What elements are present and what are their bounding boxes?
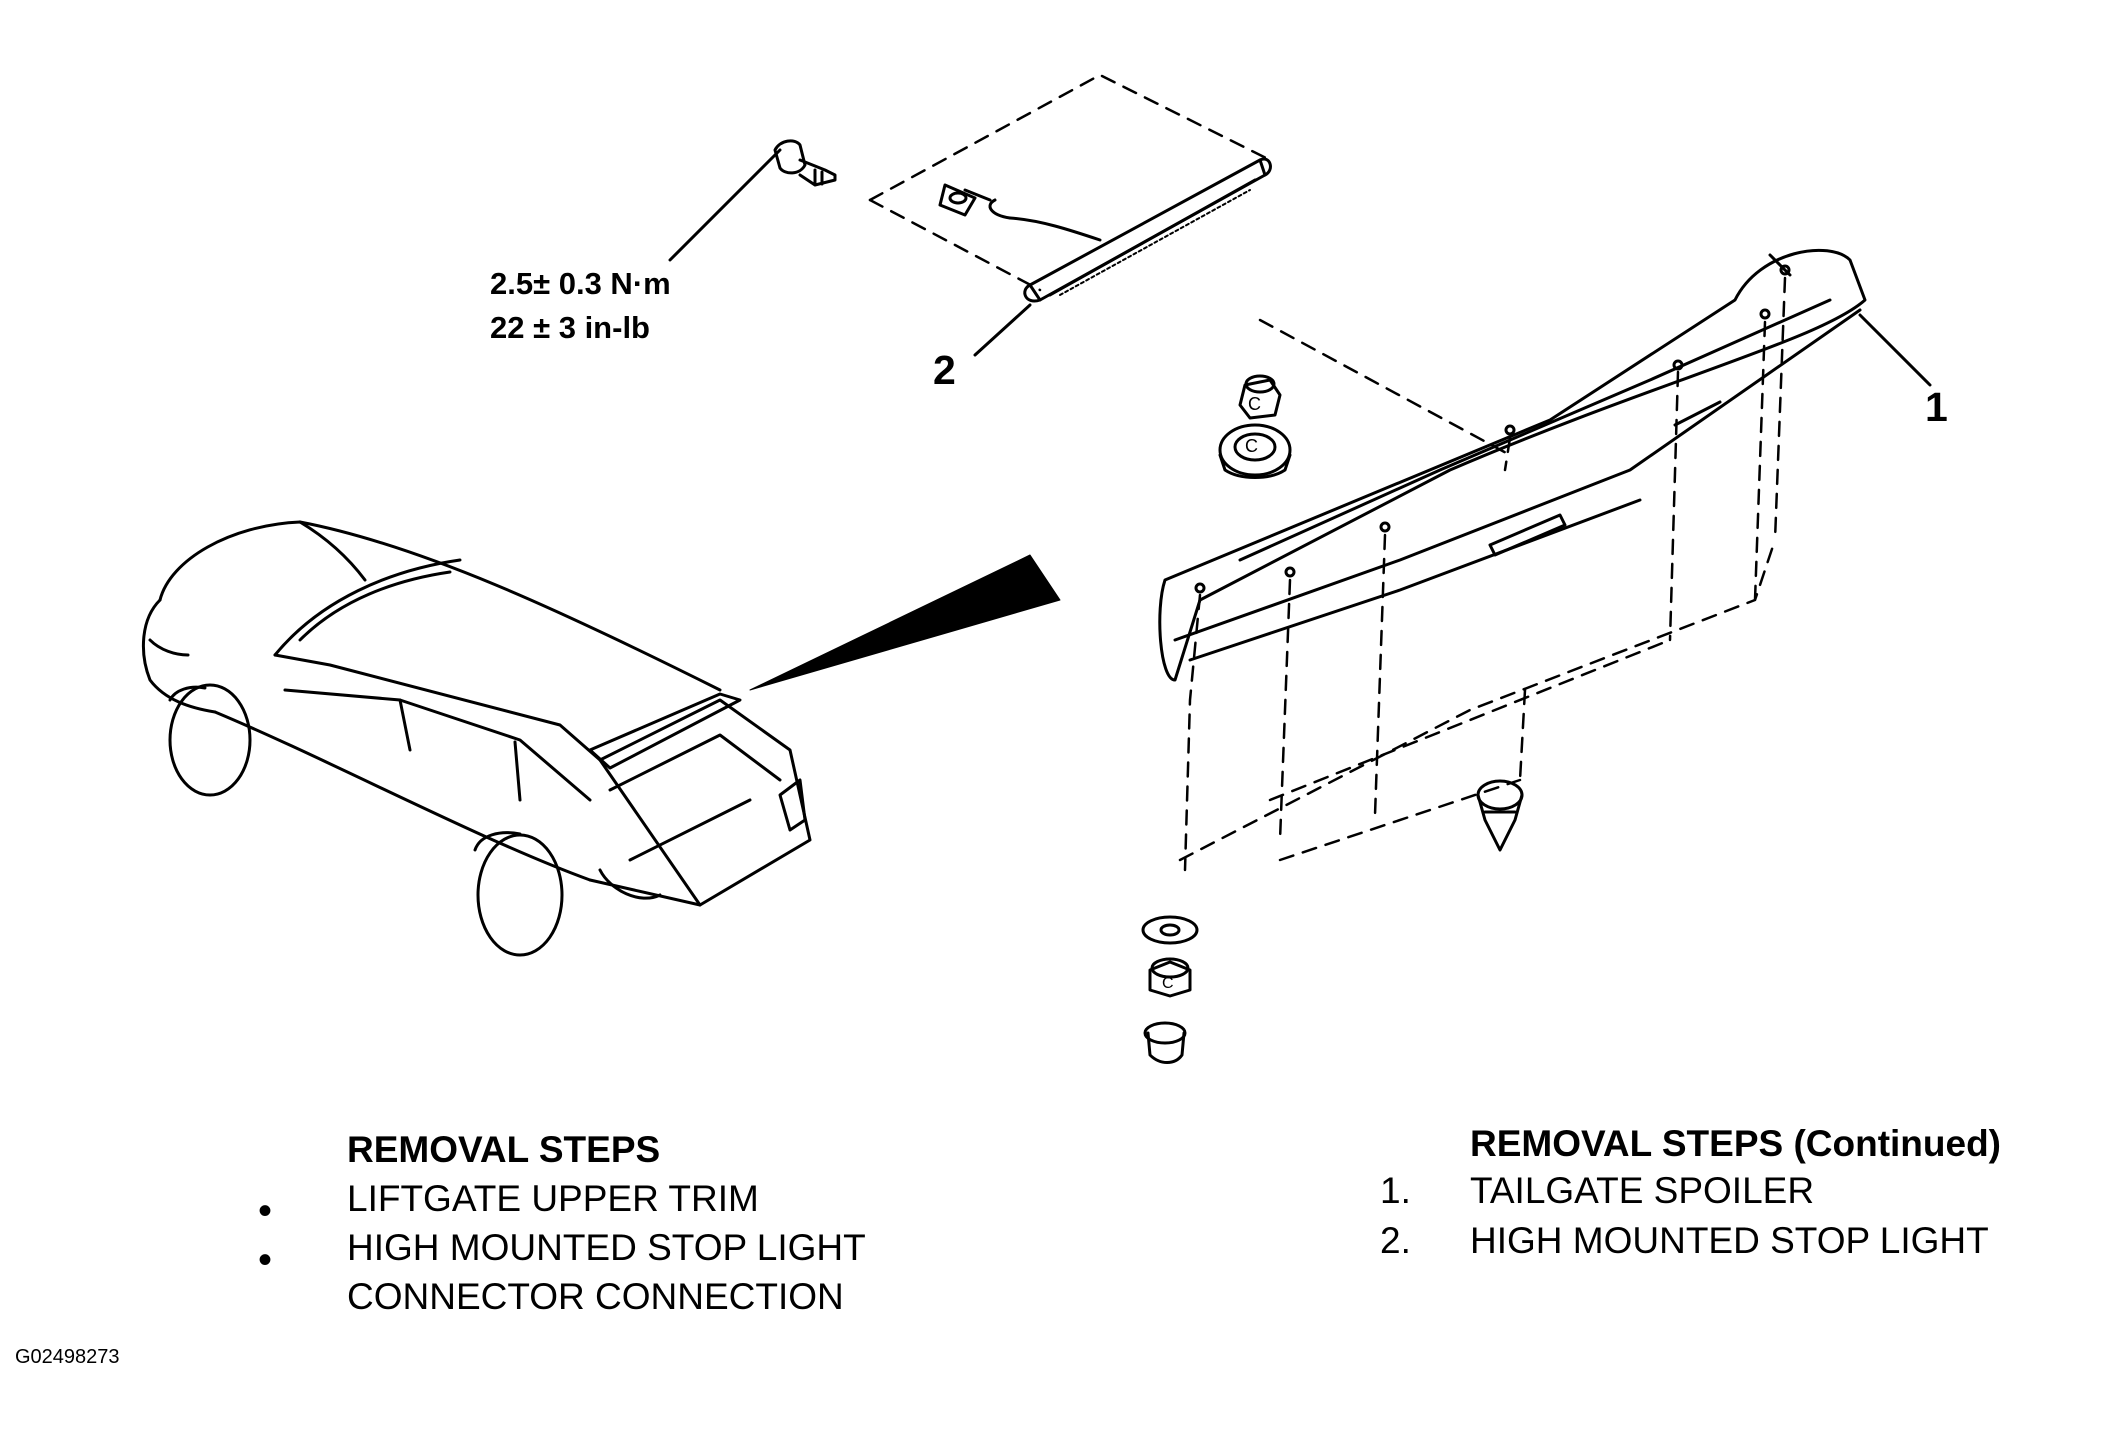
push-clip xyxy=(1476,779,1524,852)
torque-leader-line xyxy=(668,148,782,262)
stop-light-alignment-lines xyxy=(868,73,1272,292)
svg-text:C: C xyxy=(1245,436,1258,456)
step-label: TAILGATE SPOILER xyxy=(1470,1170,1815,1211)
step-number: 2. xyxy=(1380,1220,1411,1261)
torque-spec-metric: 2.5± 0.3 N·m xyxy=(490,266,671,301)
washer xyxy=(1141,915,1199,945)
removal-steps-heading: REMOVAL STEPS xyxy=(347,1129,661,1170)
spoiler-grommet: C xyxy=(1218,423,1292,479)
callout-1-label: 1 xyxy=(1925,384,1948,430)
stop-light-part xyxy=(938,157,1272,303)
step-label: HIGH MOUNTED STOP LIGHT xyxy=(1470,1220,1989,1261)
figure-id: G02498273 xyxy=(15,1346,120,1368)
removal-step-item: LIFTGATE UPPER TRIM xyxy=(347,1178,759,1219)
removal-step-item: HIGH MOUNTED STOP LIGHT xyxy=(347,1227,866,1268)
torque-spec-imperial: 22 ± 3 in-lb xyxy=(490,310,650,345)
bullet-icon: • xyxy=(258,1238,273,1282)
callout-2-label: 2 xyxy=(933,347,956,393)
removal-steps-continued-heading: REMOVAL STEPS (Continued) xyxy=(1470,1123,2002,1164)
bullet-icon: • xyxy=(258,1189,273,1233)
lower-nut: C xyxy=(1148,957,1192,998)
stop-light-bolt xyxy=(773,139,837,187)
spoiler-nut: C xyxy=(1238,374,1282,420)
svg-text:C: C xyxy=(1162,975,1174,992)
callout-2-leader-line xyxy=(973,303,1032,357)
detail-pointer-wedge xyxy=(749,554,1061,691)
lower-grommet xyxy=(1143,1021,1187,1064)
callout-1-leader-line xyxy=(1858,313,1932,387)
svg-text:C: C xyxy=(1248,394,1261,414)
tailgate-spoiler-part xyxy=(1158,248,1867,682)
vehicle-illustration xyxy=(141,520,812,957)
step-number: 1. xyxy=(1380,1170,1411,1211)
mounting-projection-lines xyxy=(1178,276,1787,872)
removal-step-item-continuation: CONNECTOR CONNECTION xyxy=(347,1276,844,1317)
